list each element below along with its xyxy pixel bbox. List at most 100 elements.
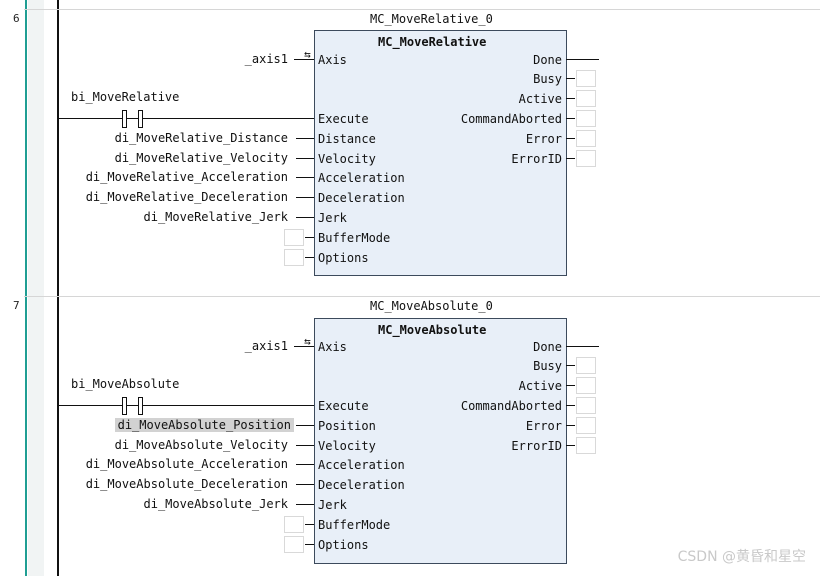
output-wire (566, 445, 575, 446)
rung-number: 7 (13, 299, 20, 312)
input-wire (296, 138, 314, 139)
gutter-divider (25, 0, 27, 576)
input-variable-velocity[interactable]: di_MoveAbsolute_Velocity (114, 438, 288, 452)
input-wire (296, 464, 314, 465)
empty-output-active[interactable] (576, 377, 596, 394)
input-wire (296, 177, 314, 178)
empty-output-errorid[interactable] (576, 437, 596, 454)
empty-output-busy[interactable] (576, 357, 596, 374)
input-wire (296, 197, 314, 198)
input-wire (305, 524, 314, 525)
fb-type-name: MC_MoveRelative (378, 35, 487, 49)
empty-output-errorid[interactable] (576, 150, 596, 167)
pin-error: Error (525, 132, 562, 146)
pin-error: Error (525, 419, 562, 433)
axis-variable[interactable]: _axis1 (244, 52, 288, 66)
output-wire (566, 98, 575, 99)
pin-done: Done (533, 340, 562, 354)
fb-instance-name[interactable]: MC_MoveRelative_0 (370, 12, 493, 26)
empty-input-options[interactable] (284, 249, 304, 266)
gutter-margin (28, 0, 44, 576)
input-wire (296, 158, 314, 159)
contact-right-bar[interactable] (138, 397, 143, 415)
pin-options: Options (318, 251, 369, 265)
input-wire (296, 504, 314, 505)
pin-buffermode: BufferMode (318, 518, 391, 532)
input-wire (305, 257, 314, 258)
input-wire (296, 425, 314, 426)
input-variable-jerk[interactable]: di_MoveAbsolute_Jerk (143, 497, 289, 511)
contact-variable[interactable]: bi_MoveAbsolute (71, 377, 180, 391)
input-variable-velocity[interactable]: di_MoveRelative_Velocity (114, 151, 288, 165)
axis-wire (294, 346, 314, 347)
output-wire (566, 425, 575, 426)
pin-done: Done (533, 53, 562, 67)
inout-arrow-icon: ⇆ (304, 48, 311, 61)
pin-velocity: Velocity (318, 439, 376, 453)
input-wire (305, 544, 314, 545)
input-wire (296, 217, 314, 218)
rung-number: 6 (13, 12, 20, 25)
execute-wire (59, 405, 314, 406)
empty-output-commandaborted[interactable] (576, 110, 596, 127)
pin-execute: Execute (318, 399, 369, 413)
pin-errorid: ErrorID (511, 439, 562, 453)
input-variable-deceleration[interactable]: di_MoveRelative_Deceleration (85, 190, 288, 204)
contact-left-bar[interactable] (122, 397, 127, 415)
pin-axis: Axis (318, 53, 347, 67)
rung-separator (24, 9, 820, 10)
line-number-gutter (0, 0, 24, 576)
input-variable-acceleration[interactable]: di_MoveRelative_Acceleration (85, 170, 288, 184)
empty-output-commandaborted[interactable] (576, 397, 596, 414)
pin-active: Active (518, 92, 562, 106)
contact-variable[interactable]: bi_MoveRelative (71, 90, 180, 104)
pin-position: Position (318, 419, 376, 433)
contact-left-bar[interactable] (122, 110, 127, 128)
pin-acceleration: Acceleration (318, 458, 405, 472)
function-block-mc-moveabsolute[interactable]: MC_MoveAbsolute Axis Execute Position Ve… (314, 318, 567, 564)
function-block-mc-moverelative[interactable]: MC_MoveRelative Axis Execute Distance Ve… (314, 30, 567, 276)
input-variable-position-selected[interactable]: di_MoveAbsolute_Position (114, 418, 294, 432)
output-wire (566, 385, 575, 386)
pin-jerk: Jerk (318, 498, 347, 512)
input-wire (296, 445, 314, 446)
pin-commandaborted: CommandAborted (460, 112, 562, 126)
empty-input-options[interactable] (284, 536, 304, 553)
fb-instance-name[interactable]: MC_MoveAbsolute_0 (370, 299, 493, 313)
input-variable-distance[interactable]: di_MoveRelative_Distance (114, 131, 288, 145)
empty-output-error[interactable] (576, 130, 596, 147)
empty-input-buffermode[interactable] (284, 229, 304, 246)
pin-errorid: ErrorID (511, 152, 562, 166)
axis-variable[interactable]: _axis1 (244, 339, 288, 353)
fb-type-name: MC_MoveAbsolute (378, 323, 487, 337)
done-output-wire (566, 346, 599, 347)
pin-active: Active (518, 379, 562, 393)
empty-output-error[interactable] (576, 417, 596, 434)
empty-output-busy[interactable] (576, 70, 596, 87)
output-wire (566, 158, 575, 159)
pin-distance: Distance (318, 132, 376, 146)
output-wire (566, 118, 575, 119)
input-variable-acceleration[interactable]: di_MoveAbsolute_Acceleration (85, 457, 288, 471)
pin-jerk: Jerk (318, 211, 347, 225)
input-wire (305, 237, 314, 238)
pin-buffermode: BufferMode (318, 231, 391, 245)
input-wire (296, 484, 314, 485)
output-wire (566, 138, 575, 139)
output-wire (566, 365, 575, 366)
pin-velocity: Velocity (318, 152, 376, 166)
axis-wire (294, 59, 314, 60)
inout-arrow-icon: ⇆ (304, 335, 311, 348)
empty-output-active[interactable] (576, 90, 596, 107)
empty-input-buffermode[interactable] (284, 516, 304, 533)
execute-wire (59, 118, 314, 119)
input-variable-jerk[interactable]: di_MoveRelative_Jerk (143, 210, 289, 224)
pin-axis: Axis (318, 340, 347, 354)
output-wire (566, 78, 575, 79)
left-power-rail (57, 0, 59, 576)
input-variable-deceleration[interactable]: di_MoveAbsolute_Deceleration (85, 477, 288, 491)
pin-busy: Busy (533, 359, 562, 373)
pin-options: Options (318, 538, 369, 552)
pin-execute: Execute (318, 112, 369, 126)
contact-right-bar[interactable] (138, 110, 143, 128)
